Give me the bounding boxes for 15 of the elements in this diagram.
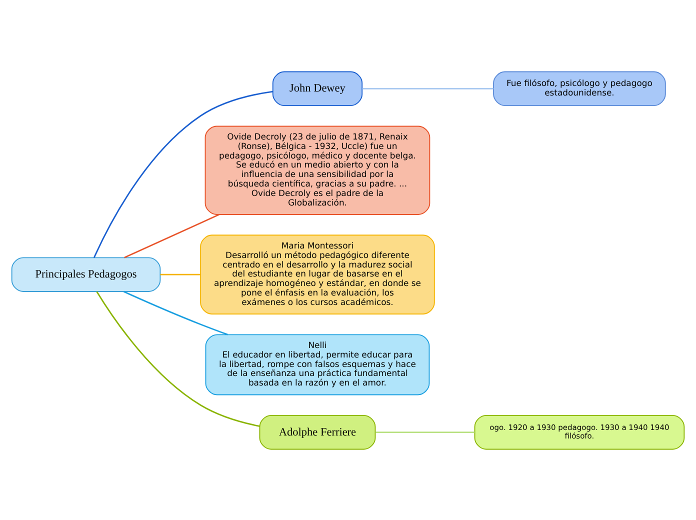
node-box: Adolphe Ferriere: [259, 414, 376, 450]
connector: [123, 290, 228, 335]
connector: [124, 213, 220, 258]
connector: [160, 273, 200, 275]
node-box: ogo. 1920 a 1930 pedagogo. 1930 a 1940 1940 filósofo.: [474, 414, 685, 450]
node-box: John Dewey: [272, 70, 363, 106]
node-box: Fue filósofo, psicólogo y pedagogo estadounidense.: [493, 70, 666, 106]
connector: [362, 87, 494, 89]
node-box: Nelli El educador en libertad, permite educar para la libertad, rompe con falsos esquemas y hace de la enseñanza una práctica fundamental basada en la razón y en el amor.: [205, 334, 430, 395]
connector: [376, 431, 475, 433]
connector: [93, 90, 273, 258]
node-box: Maria Montessori Desarrolló un método pedagógico diferente centrado en el desarrollo y la madurez social del estudiante en lugar de basarse en el aprendizaje homogéneo y estándar, en donde se pone el énfasis en la evaluación, los exámenes o los cursos académicos.: [200, 234, 435, 314]
node-box: Principales Pedagogos: [11, 256, 161, 292]
connector: [96, 290, 260, 426]
node-box: Ovide Decroly (23 de julio de 1871, Renaix (Ronse), Bélgica - 1932, Uccle) fue un pedagogo, psicólogo, médico y docente belga. Se educó en un medio abierto y con la influencia de una sensibilidad por la búsqueda científica, gracias a su padre. ... Ovide Decroly es el padre de la Globalización.: [204, 125, 430, 214]
